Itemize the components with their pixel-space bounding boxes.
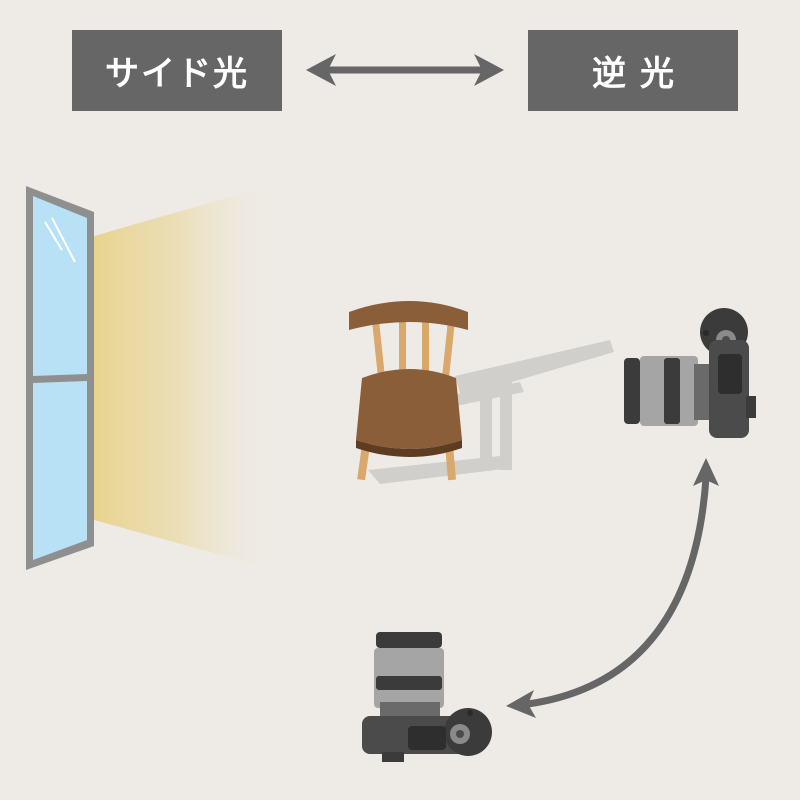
double-arrow-icon [306, 54, 504, 86]
backlight-label: 逆光 [528, 30, 738, 111]
chair-icon [349, 301, 468, 481]
side-light-label: サイド光 [72, 30, 282, 111]
light-beam [94, 182, 282, 572]
camera-icon [624, 308, 756, 438]
camera-icon [362, 632, 492, 762]
window-icon [26, 186, 94, 570]
chair-shadow [368, 340, 614, 484]
curved-arrow-icon [506, 458, 719, 718]
